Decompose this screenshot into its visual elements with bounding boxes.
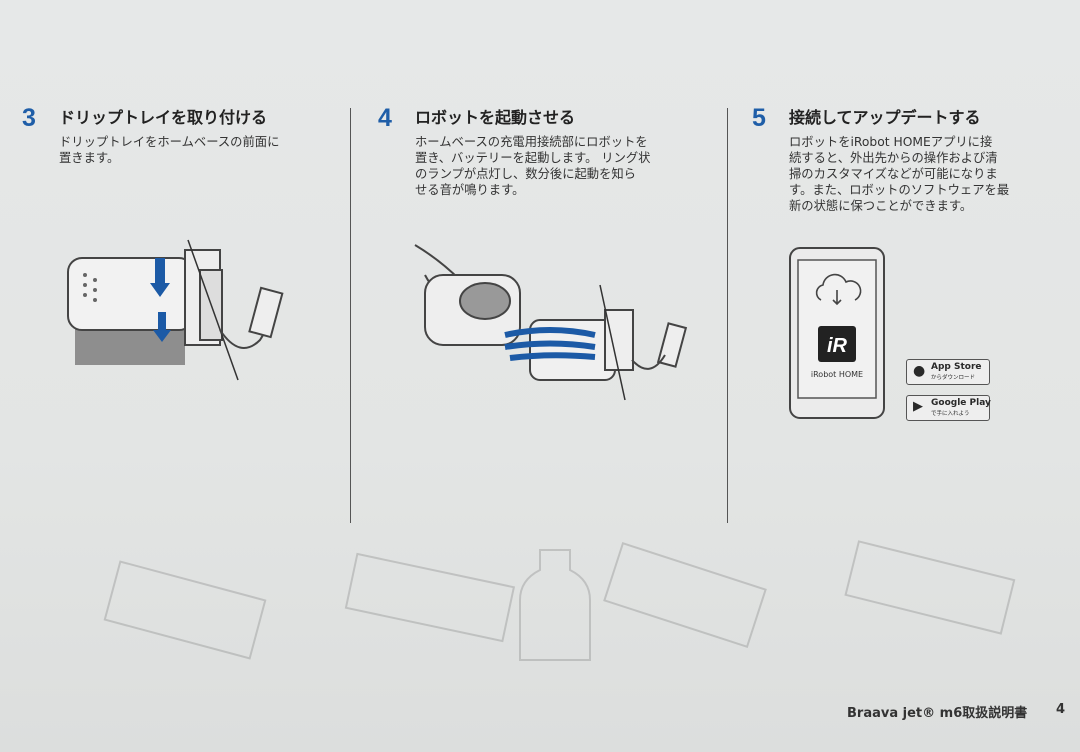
step-body: ロボットをiRobot HOMEアプリに接 続すると、外出先からの操作および清 … <box>789 135 1010 213</box>
step-number: 4 <box>378 104 392 132</box>
step-5: 5 接続してアップデートする ロボットをiRobot HOMEアプリに接 続する… <box>752 100 1072 220</box>
column-divider <box>727 108 728 523</box>
step-title: ロボットを起動させる <box>415 108 576 127</box>
phone-illustration: iR iRobot HOME <box>789 247 885 419</box>
step-body: ホームベースの充電用接続部にロボットを 置き、バッテリーを起動します。 リング状… <box>415 135 651 197</box>
google-play-badge[interactable]: ▶ Google Play で手に入れよう <box>906 395 991 421</box>
google-play-icon: ▶ <box>913 399 923 414</box>
step-title: 接続してアップデートする <box>789 108 981 127</box>
irobot-app-logo <box>818 326 856 362</box>
robot-start-illustration <box>414 244 688 401</box>
step-title: ドリップトレイを取り付ける <box>59 108 268 127</box>
apple-icon: ● <box>913 363 926 379</box>
show-through-illustration <box>103 540 1016 661</box>
cloud-download-icon <box>815 273 862 306</box>
app-store-badge[interactable]: ● App Store からダウンロード <box>906 359 990 385</box>
step-3: 3 ドリップトレイを取り付ける ドリップトレイをホームベースの前面に 置きます。 <box>22 100 342 220</box>
app-name: iRobot HOME <box>811 370 863 379</box>
step-body: ドリップトレイをホームベースの前面に 置きます。 <box>59 135 280 165</box>
svg-text:iR: iR <box>827 335 848 357</box>
step-number: 5 <box>752 104 766 132</box>
step-number: 3 <box>22 104 36 132</box>
step-4: 4 ロボットを起動させる ホームベースの充電用接続部にロボットを 置き、バッテリ… <box>378 100 698 220</box>
drip-tray-illustration <box>67 239 284 381</box>
page-number: 4 <box>1056 702 1066 717</box>
footer-manual-title: Braava jet® m6取扱説明書 <box>847 706 1028 721</box>
column-divider <box>350 108 351 523</box>
